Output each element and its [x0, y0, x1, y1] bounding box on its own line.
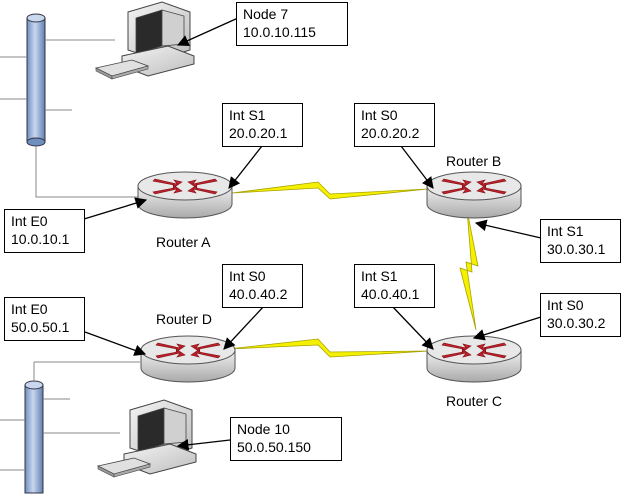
callout-router-d-int-e0: Int E0 50.0.50.1 — [4, 297, 85, 341]
callout-line1: Int S1 — [229, 107, 266, 123]
callout-line2: 30.0.30.2 — [547, 315, 606, 331]
callout-line1: Int S0 — [229, 268, 266, 284]
lan-cable — [35, 146, 140, 198]
callout-router-b-int-s1: Int S1 30.0.30.1 — [540, 219, 621, 263]
router-a-label: Router A — [156, 234, 211, 250]
callout-router-a-int-e0: Int E0 10.0.10.1 — [4, 209, 85, 253]
callout-router-c-int-s0: Int S0 30.0.30.2 — [540, 293, 621, 337]
callout-router-d-int-s0: Int S0 40.0.40.2 — [222, 264, 303, 308]
callout-line2: 40.0.40.2 — [229, 286, 288, 302]
callout-line1: Int S1 — [361, 268, 398, 284]
callout-line2: 10.0.10.1 — [11, 231, 70, 247]
ethernet-bus-icon — [0, 361, 140, 494]
callout-line1: Int E0 — [11, 301, 48, 317]
callout-node-10: Node 10 50.0.50.150 — [230, 417, 342, 461]
ethernet-bus-icon — [0, 13, 115, 147]
router-a-icon — [137, 171, 233, 219]
callout-arrows — [83, 17, 542, 451]
callout-line2: 50.0.50.150 — [237, 439, 311, 455]
callout-line1: Node 7 — [243, 6, 289, 22]
callout-line2: 10.0.10.115 — [243, 24, 316, 40]
router-d-label: Router D — [156, 311, 213, 327]
callout-line2: 50.0.50.1 — [11, 319, 70, 335]
router-b-icon — [426, 171, 522, 219]
callout-line1: Int S0 — [547, 297, 584, 313]
callout-line1: Int S0 — [361, 107, 398, 123]
router-c-icon — [426, 335, 522, 383]
callout-line1: Node 10 — [237, 421, 290, 437]
callout-router-a-int-s1: Int S1 20.0.20.1 — [222, 103, 303, 147]
router-b-label: Router B — [446, 153, 502, 169]
callout-line2: 40.0.40.1 — [361, 286, 420, 302]
callout-line1: Int S1 — [547, 223, 584, 239]
callout-node-7: Node 7 10.0.10.115 — [236, 2, 348, 46]
callout-router-c-int-s1: Int S1 40.0.40.1 — [354, 264, 435, 308]
callout-line2: 20.0.20.1 — [229, 125, 288, 141]
callout-line1: Int E0 — [11, 213, 48, 229]
router-d-icon — [140, 335, 236, 383]
callout-line2: 20.0.20.2 — [361, 125, 420, 141]
router-c-label: Router C — [446, 393, 503, 409]
callout-router-b-int-s0: Int S0 20.0.20.2 — [354, 103, 435, 147]
computer-icon — [97, 399, 197, 478]
callout-line2: 30.0.30.1 — [547, 241, 606, 257]
